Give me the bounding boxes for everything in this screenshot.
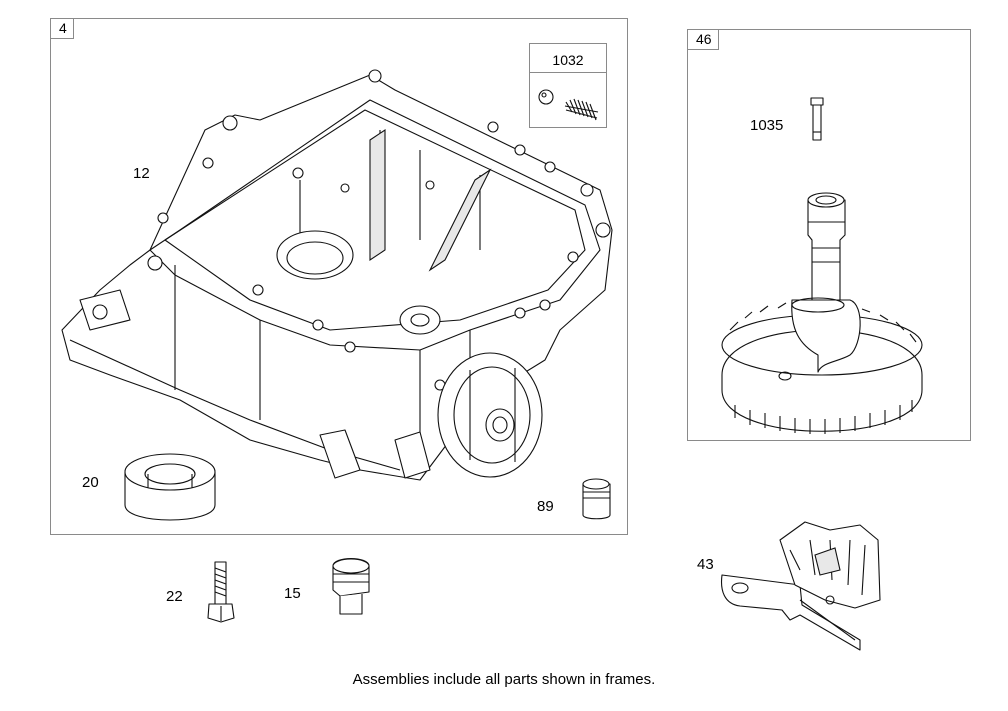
callout-43: 43 [697, 556, 714, 573]
plug-15-drawing [332, 557, 370, 615]
callout-15: 15 [284, 585, 301, 602]
frame-4-tag: 4 [51, 19, 74, 39]
bolt-22-drawing [207, 561, 235, 623]
frame-46-tag: 46 [688, 30, 719, 50]
oil-seal-drawing [124, 453, 216, 521]
callout-12: 12 [133, 165, 150, 182]
frame-4: 4 [50, 18, 628, 535]
ball-and-spring-drawing [538, 89, 599, 121]
callout-89: 89 [537, 498, 554, 515]
camshaft-drawing [721, 192, 923, 434]
pin-1035-drawing [810, 97, 824, 141]
frame-1032-tag: 1032 [530, 44, 606, 73]
frame-1032: 1032 [529, 43, 607, 128]
plug-89-drawing [582, 478, 611, 520]
governor-drawing [720, 521, 881, 651]
callout-20: 20 [82, 474, 99, 491]
assemblies-note: Assemblies include all parts shown in fr… [352, 671, 656, 688]
callout-22: 22 [166, 588, 183, 605]
sump-housing-drawing [61, 69, 613, 481]
frame-46: 46 [687, 29, 971, 441]
callout-1035: 1035 [750, 117, 784, 134]
